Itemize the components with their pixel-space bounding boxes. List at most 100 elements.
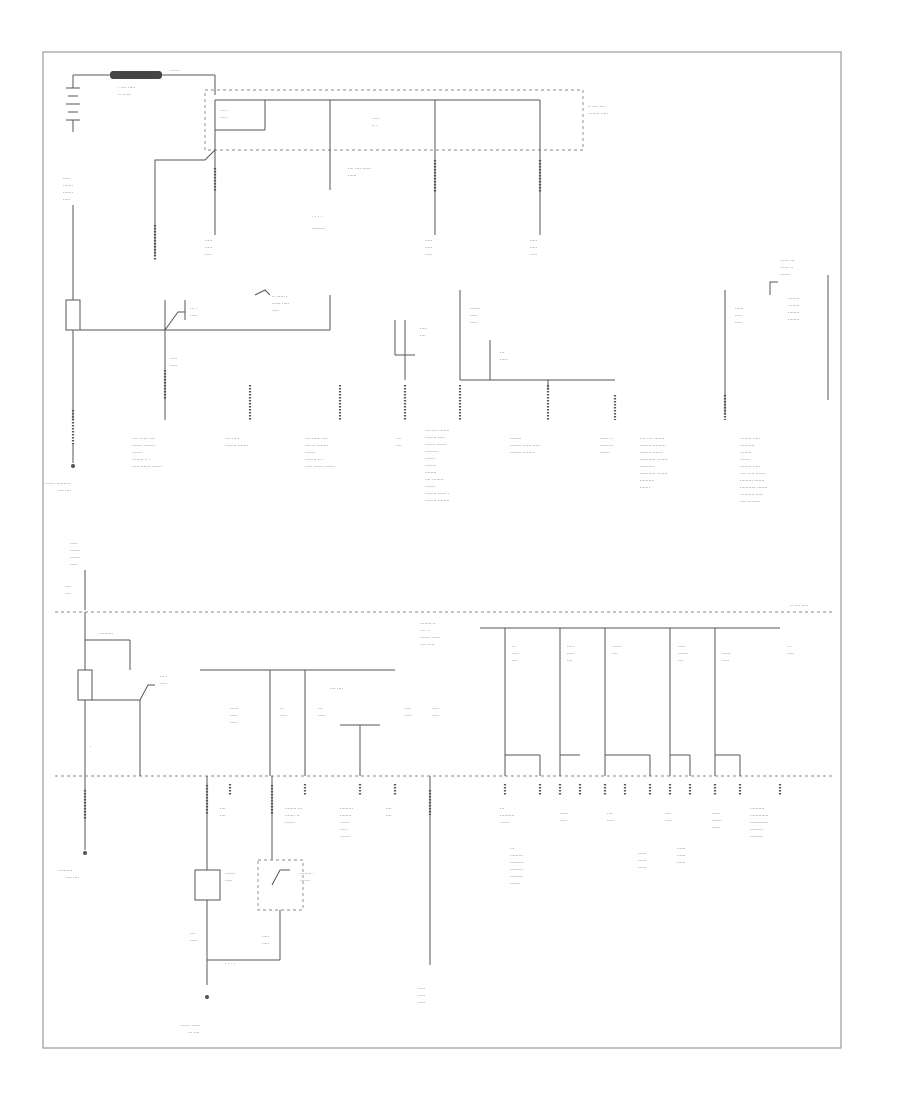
svg-text:·········: ·········	[510, 868, 523, 873]
svg-text:········: ········	[425, 471, 436, 476]
svg-text:···· ·····: ···· ·····	[420, 643, 434, 648]
svg-text:···: ···	[510, 847, 514, 852]
svg-text:·· ···· ····: ·· ···· ····	[588, 105, 605, 110]
svg-text:···· ······ ····: ···· ······ ····	[132, 437, 155, 442]
svg-text:··········· ·······: ··········· ·······	[640, 458, 667, 463]
svg-text:········ ······ ·····: ········ ······ ·····	[510, 444, 540, 449]
svg-text:·····: ·····	[607, 819, 614, 824]
svg-text:·········: ·········	[510, 875, 523, 880]
svg-text:·····: ·····	[665, 819, 672, 824]
svg-text:·····: ·····	[530, 246, 537, 251]
svg-text:···: ···	[318, 707, 322, 712]
clutch-switch-box	[257, 859, 304, 911]
svg-text:·······: ·······	[678, 652, 688, 657]
svg-text:········ ···: ········ ···	[285, 807, 302, 812]
svg-text:······: ······	[712, 812, 721, 817]
svg-text:·······: ·······	[600, 451, 610, 456]
svg-text:······ ··: ······ ··	[780, 266, 793, 271]
svg-text:····: ····	[386, 807, 392, 812]
svg-text:·····: ·····	[230, 714, 237, 719]
svg-text:·········: ·········	[340, 807, 353, 812]
svg-text:·······: ·······	[63, 191, 73, 196]
svg-text:·······: ·······	[712, 819, 722, 824]
svg-text:····: ····	[396, 437, 402, 442]
svg-text:·········: ·········	[750, 835, 763, 840]
svg-text:···· ·: ···· ·	[220, 109, 229, 114]
svg-text:········ ·····: ········ ·····	[425, 436, 445, 441]
svg-text:·····: ·····	[340, 828, 347, 833]
svg-text:·······: ·······	[780, 273, 790, 278]
svg-text:······: ······	[677, 861, 686, 866]
svg-text:·····: ·····	[420, 327, 427, 332]
svg-text:······: ······	[638, 859, 647, 864]
svg-text:·······: ·······	[425, 457, 435, 462]
svg-text:······: ······	[677, 847, 686, 852]
svg-text:········ ·: ········ ·	[300, 872, 314, 877]
svg-text:·····: ·····	[500, 358, 507, 363]
svg-text:··········: ··········	[640, 479, 654, 484]
svg-text:····: ····	[405, 707, 411, 712]
svg-text:········ ·····: ········ ·····	[740, 465, 760, 470]
svg-text:····: ····	[678, 659, 684, 664]
svg-text:·····: ·····	[567, 652, 574, 657]
svg-text:·· ···· ·····: ·· ···· ·····	[790, 604, 809, 609]
svg-text:······: ······	[722, 652, 731, 657]
svg-text:···: ···	[500, 351, 504, 356]
component-labels-upper: ···· ······ ··········· ················…	[132, 429, 767, 505]
svg-text:··········: ··········	[640, 465, 654, 470]
svg-text:·····: ·····	[425, 253, 432, 258]
svg-text:·····: ·····	[418, 1001, 425, 1006]
svg-text:········: ········	[740, 451, 751, 456]
svg-text:·········: ·········	[425, 450, 438, 455]
svg-text:········· ·······: ········· ·······	[740, 479, 764, 484]
svg-text:·····: ·····	[418, 994, 425, 999]
svg-text:·····: ·····	[280, 714, 287, 719]
svg-text:··· ·: ··· ·	[190, 307, 197, 312]
svg-text:·····: ·····	[70, 563, 77, 568]
lower-terminal-markers	[228, 784, 782, 796]
svg-text:··········· ·······: ··········· ·······	[740, 486, 767, 491]
svg-text:·······: ·······	[510, 882, 520, 887]
svg-text:········ ··: ········ ··	[420, 622, 436, 627]
svg-text:·····: ·····	[432, 707, 439, 712]
svg-text:·····: ·····	[230, 721, 237, 726]
battery-symbol	[66, 74, 110, 132]
svg-text:·····: ·····	[470, 321, 477, 326]
svg-text:········: ········	[510, 437, 521, 442]
svg-text:·········: ·········	[600, 444, 613, 449]
svg-text:·····: ·····	[722, 659, 729, 664]
svg-text:···· ····: ···· ····	[66, 876, 79, 881]
svg-text:········: ········	[788, 311, 799, 316]
svg-text:······: ······	[735, 307, 744, 312]
svg-text:·············: ·············	[750, 814, 769, 819]
svg-text:·····: ·····	[220, 116, 227, 121]
svg-text:·······: ·······	[612, 645, 622, 650]
svg-text:·····: ·····	[272, 309, 279, 314]
svg-text:··········: ··········	[58, 869, 72, 874]
svg-text:······: ······	[712, 826, 721, 831]
svg-text:·····: ·····	[418, 987, 425, 992]
svg-text:··· ·: ··· ·	[160, 675, 167, 680]
svg-text:·······: ·······	[470, 307, 480, 312]
svg-text:······ ·····: ······ ·····	[272, 302, 289, 307]
svg-text:·····: ·····	[470, 314, 477, 319]
svg-text:· · · ·: · · · ·	[312, 215, 322, 220]
svg-text:····: ····	[65, 592, 71, 597]
svg-text:·····: ·····	[160, 682, 167, 687]
svg-text:·····: ·····	[405, 714, 412, 719]
svg-text:········ ·····: ········ ·····	[588, 112, 608, 117]
svg-text:········ ·····: ········ ·····	[740, 437, 760, 442]
svg-text:·····: ·····	[530, 239, 537, 244]
svg-text:··········: ··········	[510, 861, 524, 866]
svg-text:····· ······· ·······: ····· ······· ·······	[305, 465, 335, 470]
svg-text:·····: ·····	[425, 246, 432, 251]
svg-text:·······: ·······	[285, 821, 295, 826]
svg-text:········: ········	[788, 297, 799, 302]
svg-text:········ ·· ·: ········ ·· ·	[132, 458, 151, 463]
svg-text:·····: ·····	[225, 879, 232, 884]
svg-text:·······: ·······	[740, 458, 750, 463]
fuse-label-group-top: ··············· ··············· ········…	[205, 239, 537, 258]
svg-text:····: ····	[386, 814, 392, 819]
svg-text:·······: ·······	[70, 549, 80, 554]
